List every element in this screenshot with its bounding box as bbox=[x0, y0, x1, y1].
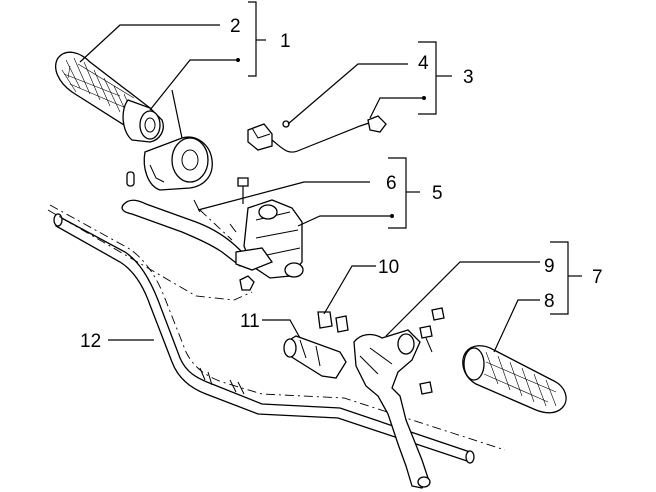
left-lever-assembly bbox=[47, 177, 304, 301]
callout-label-3: 3 bbox=[463, 67, 474, 88]
callout-labels: 2 1 4 3 6 5 10 9 7 8 11 12 bbox=[80, 16, 603, 352]
callout-label-9: 9 bbox=[544, 256, 555, 277]
callout-dot bbox=[236, 58, 240, 62]
callout-label-4: 4 bbox=[418, 53, 429, 74]
switch-with-cable bbox=[247, 115, 387, 153]
group-brackets bbox=[248, 1, 582, 315]
callout-label-6: 6 bbox=[386, 173, 397, 194]
callout-label-7: 7 bbox=[592, 267, 603, 288]
right-lever-assembly bbox=[283, 307, 445, 489]
callout-label-10: 10 bbox=[378, 257, 399, 278]
right-grip bbox=[462, 345, 567, 414]
callout-label-12: 12 bbox=[80, 331, 101, 352]
handlebar bbox=[49, 204, 506, 464]
throttle-control-housing bbox=[126, 136, 213, 191]
callout-label-1: 1 bbox=[280, 31, 291, 52]
callout-dot bbox=[422, 96, 426, 100]
callout-label-8: 8 bbox=[544, 291, 555, 312]
callout-dot bbox=[390, 214, 394, 218]
left-grip bbox=[55, 51, 164, 143]
callout-label-11: 11 bbox=[240, 311, 260, 332]
callout-label-5: 5 bbox=[432, 183, 443, 204]
callout-label-2: 2 bbox=[230, 16, 241, 37]
leader-lines bbox=[79, 24, 540, 353]
